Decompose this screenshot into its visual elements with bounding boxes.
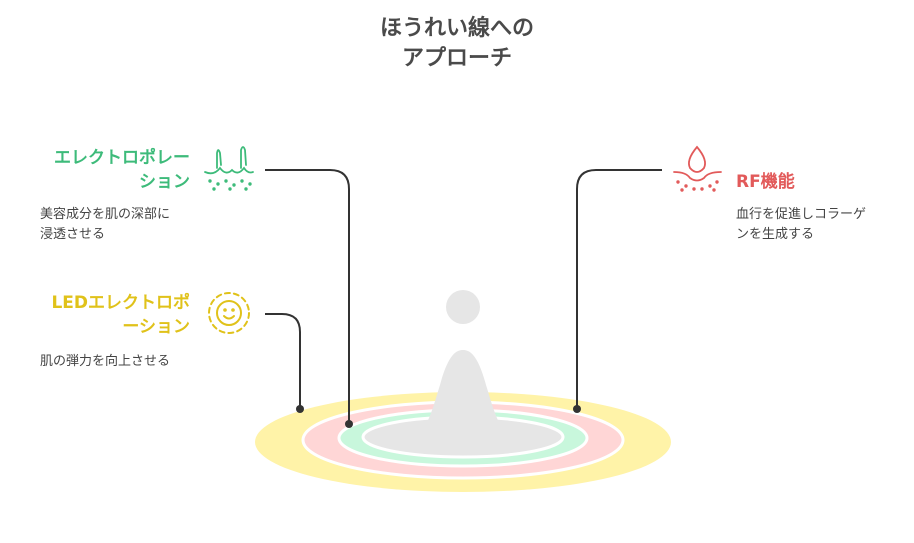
label-led-line-2: ーション	[122, 317, 190, 337]
connector-rf	[576, 169, 662, 409]
connector-dot-led	[296, 405, 304, 413]
connector-dot-electroporation	[345, 420, 353, 428]
title-line-1: ほうれい線への	[379, 16, 534, 41]
skin-drop-icon	[673, 145, 722, 192]
desc-electroporation-line-2: 浸透させる	[40, 227, 106, 242]
label-led-line-1: LEDエレクトロポ	[51, 293, 190, 313]
hair-follicle-icon	[204, 146, 254, 191]
desc-rf-line-1: 血行を促進しコラーゲ	[736, 207, 867, 222]
desc-led-line-1: 肌の弾力を向上させる	[40, 354, 171, 369]
connector-led	[265, 313, 301, 409]
desc-rf-line-2: ンを生成する	[736, 227, 815, 242]
label-electroporation-line-2: ション	[139, 172, 190, 192]
person-body	[395, 350, 531, 450]
connector-dot-rf	[573, 405, 581, 413]
connector-electroporation	[265, 169, 350, 424]
person-head	[446, 290, 480, 324]
sun-face-icon	[208, 292, 250, 334]
desc-electroporation-line-1: 美容成分を肌の深部に	[40, 207, 171, 222]
title-line-2: アプローチ	[401, 46, 512, 71]
label-rf: RF機能	[736, 172, 795, 192]
label-electroporation-line-1: エレクトロポレー	[54, 148, 190, 168]
